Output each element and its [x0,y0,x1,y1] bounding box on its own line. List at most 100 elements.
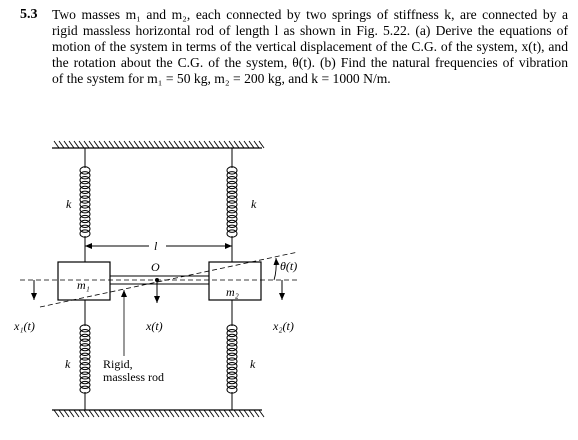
hatch-mark [138,140,145,149]
hatch-mark [253,140,260,149]
hatch-mark [98,409,105,418]
theta-arc [273,257,280,281]
hatch-mark [208,409,215,418]
hatch-mark [258,409,265,418]
hatch-mark [178,140,185,149]
hatch-mark [173,409,180,418]
hatch-mark [143,140,150,149]
hatch-mark [53,409,60,418]
hatch-mark [243,140,250,149]
hatch-mark [53,140,60,149]
hatch-mark [208,140,215,149]
hatch-mark [78,140,85,149]
hatch-mark [238,409,245,418]
hatch-mark [213,409,220,418]
rod-label-line-1: Rigid, [103,357,133,371]
hatch-mark [183,140,190,149]
rotated-line [39,251,299,308]
hatch-mark [98,140,105,149]
hatch-mark [73,140,80,149]
hatch-mark [173,140,180,149]
hatch-mark [168,409,175,418]
hatch-mark [253,409,260,418]
hatch-mark [203,140,210,149]
theta-label: θ(t) [280,259,297,273]
x-label: x(t) [145,319,163,333]
hatch-mark [68,409,75,418]
mass-2-label: m₂ [226,285,239,299]
problem-line-1: Two masses m₁ and m₂, each connected by … [52,7,568,22]
hatch-mark [103,140,110,149]
hatch-mark [163,140,170,149]
spring-label-bottom-left: k [65,357,71,371]
hatch-mark [58,140,65,149]
hatch-mark [188,140,195,149]
hatch-mark [108,409,115,418]
hatch-mark [248,409,255,418]
rigid-rod [110,275,209,285]
hatch-mark [158,409,165,418]
hatch-mark [123,409,130,418]
hatch-mark [223,140,230,149]
hatch-mark [108,140,115,149]
cg-label: O [151,260,160,274]
hatch-mark [213,140,220,149]
cg-point [155,278,159,282]
hatch-mark [193,140,200,149]
hatch-mark [103,409,110,418]
hatch-mark [128,140,135,149]
hatch-mark [228,409,235,418]
hatch-mark [113,409,120,418]
hatch-mark [153,409,160,418]
hatch-mark [73,409,80,418]
hatch-mark [138,409,145,418]
x1-label: x₁(t) [13,319,35,333]
problem-line-3: motion of the system in terms of the ver… [52,39,568,54]
hatch-mark [258,140,265,149]
hatch-mark [133,409,140,418]
hatch-mark [203,409,210,418]
spring-label-top-right: k [251,197,257,211]
hatch-mark [58,409,65,418]
spring-label-bottom-right: k [250,357,256,371]
spring-top-left [79,148,91,262]
problem-line-2: rigid massless horizontal rod of length … [52,23,568,38]
hatch-mark [83,140,90,149]
hatch-mark [88,409,95,418]
problem-line-5: of the system for m₁ = 50 kg, m₂ = 200 k… [52,71,391,86]
problem-line-4: the rotation about the C.G. of the syste… [52,55,568,70]
hatch-mark [228,140,235,149]
hatch-mark [163,409,170,418]
hatch-mark [158,140,165,149]
hatch-mark [188,409,195,418]
hatch-mark [193,409,200,418]
hatch-mark [218,140,225,149]
hatch-mark [113,140,120,149]
hatch-mark [243,409,250,418]
hatch-mark [68,140,75,149]
top-support [52,140,265,149]
mass-1-box [57,261,111,301]
length-label: l [154,239,158,253]
hatch-mark [63,140,70,149]
hatch-mark [63,409,70,418]
hatch-mark [118,409,125,418]
mass-1-label: m₁ [77,278,90,292]
problem-statement: 5.3 Two masses m₁ and m₂, each connected… [0,0,578,100]
bottom-support [52,409,265,418]
spring-label-top-left: k [66,197,72,211]
hatch-mark [238,140,245,149]
hatch-mark [198,409,205,418]
hatch-mark [233,140,240,149]
hatch-mark [223,409,230,418]
mass-2-box [208,261,262,301]
hatch-mark [93,409,100,418]
spring-top-right [226,148,238,262]
hatch-mark [93,140,100,149]
hatch-mark [198,140,205,149]
hatch-mark [218,409,225,418]
spring-bottom-right [226,300,238,410]
hatch-mark [233,409,240,418]
hatch-mark [148,140,155,149]
